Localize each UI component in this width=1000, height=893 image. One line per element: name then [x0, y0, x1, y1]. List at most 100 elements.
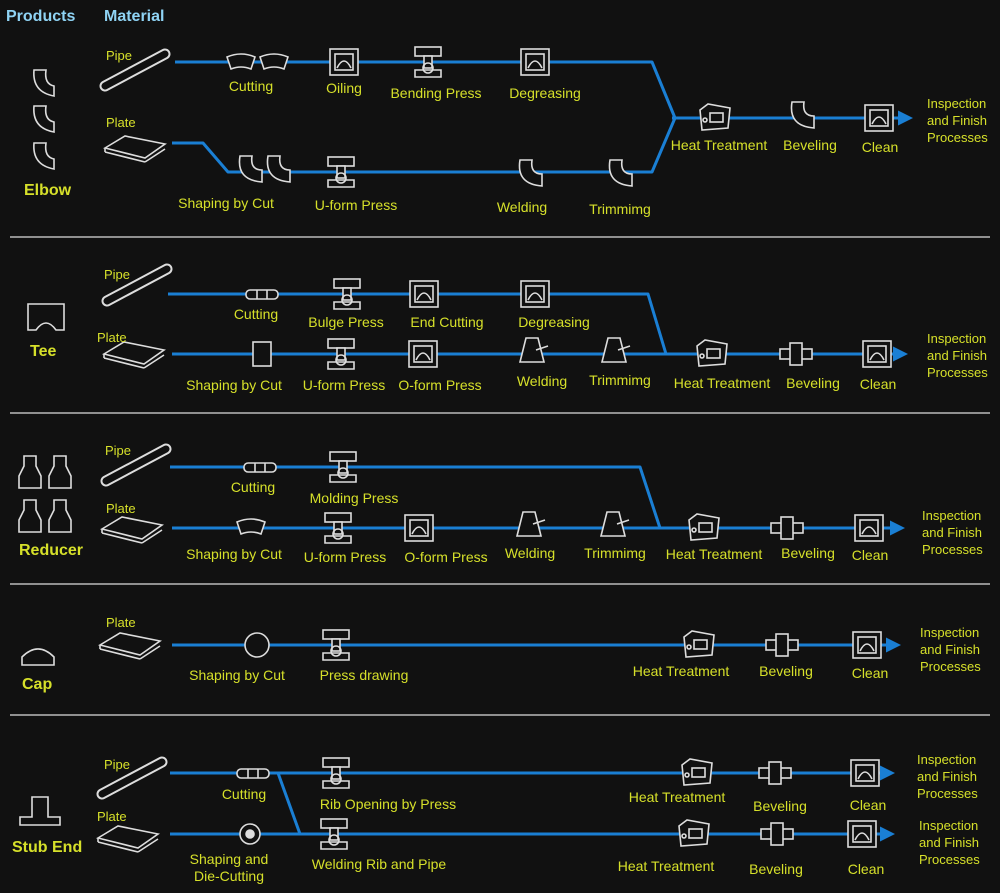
machine-icon — [709, 112, 724, 123]
box-icon — [855, 764, 875, 782]
box-icon — [416, 292, 432, 301]
material-plate: Plate — [106, 501, 136, 516]
step-label: Bulge Press — [308, 314, 384, 330]
machine-icon — [683, 630, 715, 658]
step-label: Cutting — [221, 786, 267, 802]
elbowpart-icon — [790, 101, 815, 129]
product-elbow-icon — [33, 69, 55, 97]
step-label: Clean — [859, 376, 897, 392]
header-material: Material — [104, 8, 165, 25]
machine-icon — [686, 644, 692, 650]
machine-icon — [684, 772, 690, 778]
material-pipe: Pipe — [104, 757, 131, 772]
cone-icon — [515, 511, 543, 537]
plate-icon — [103, 357, 145, 369]
box-icon — [857, 771, 873, 780]
box-icon — [525, 285, 545, 303]
plate-icon — [95, 825, 160, 849]
bevel-icon — [770, 822, 784, 846]
step-label: Cutting — [233, 306, 279, 322]
box-icon — [861, 526, 877, 535]
finish-label: Inspection and Finish Processes — [922, 508, 983, 557]
step-label: U-form Press — [314, 197, 398, 213]
step-label: Molding Press — [309, 490, 399, 506]
press-icon — [329, 827, 339, 841]
cone-icon — [600, 337, 628, 363]
sheet-icon — [252, 341, 272, 367]
plate-icon — [101, 341, 166, 365]
step-label: End Cutting — [410, 314, 484, 330]
step-label: Beveling — [753, 798, 807, 814]
product-reducer-icon — [48, 499, 72, 533]
pipe-icon — [98, 758, 166, 798]
step-label: Heat Treatment — [670, 137, 768, 153]
press-icon — [331, 766, 341, 780]
plate-icon — [97, 632, 162, 656]
bevel-icon — [775, 633, 789, 657]
machine-icon — [693, 639, 708, 650]
press-icon — [329, 451, 357, 462]
plate-icon — [139, 645, 161, 660]
finish-label: Inspection and Finish Processes — [920, 625, 981, 674]
step-label: Press drawing — [319, 667, 409, 683]
cone-icon — [532, 519, 546, 525]
step-label: Degreasing — [518, 314, 590, 330]
machine-icon — [696, 339, 728, 367]
press-icon — [322, 757, 350, 768]
step-label: Bending Press — [390, 85, 482, 101]
step-label: Heat Treatment — [632, 663, 730, 679]
material-pipe: Pipe — [105, 443, 132, 458]
box-icon — [869, 352, 885, 361]
arc-icon — [226, 53, 256, 71]
step-label: Heat Treatment — [673, 375, 771, 391]
cone-icon — [518, 337, 546, 363]
machine-icon — [698, 522, 713, 533]
step-label: Heat Treatment — [665, 546, 763, 562]
bevel-icon — [789, 342, 803, 366]
flow-line — [276, 772, 302, 835]
product-reducer-icon — [18, 499, 42, 533]
step-label: Shaping and Die-Cutting — [189, 851, 269, 884]
disc-icon — [244, 632, 270, 658]
step-label: Beveling — [749, 861, 803, 877]
plate-icon — [141, 529, 163, 544]
elbowpart-icon — [608, 159, 633, 187]
machine-icon — [699, 103, 731, 131]
step-label: Clean — [851, 547, 889, 563]
box-icon — [867, 345, 887, 363]
product-reducer-icon — [18, 455, 42, 489]
press-icon — [335, 172, 347, 184]
machine-icon — [681, 758, 713, 786]
press-icon — [330, 773, 342, 785]
press-icon — [328, 834, 340, 846]
press-icon — [422, 62, 434, 74]
press-icon — [327, 156, 355, 167]
step-label: Rib Opening by Press — [319, 796, 457, 812]
ring-icon — [245, 829, 255, 839]
step-label: Oiling — [326, 80, 362, 96]
machine-icon — [702, 117, 708, 123]
press-icon — [336, 165, 346, 179]
step-label: Shaping by Cut — [178, 195, 274, 211]
press-icon — [336, 347, 346, 361]
box-icon — [415, 352, 431, 361]
tube-icon — [245, 289, 279, 300]
box-icon — [869, 109, 889, 127]
flow-line — [172, 117, 677, 174]
bevel-icon — [768, 761, 782, 785]
product-stub-end: Stub End — [12, 839, 83, 856]
material-plate: Plate — [106, 115, 136, 130]
cone-icon — [617, 345, 631, 351]
step-label: Trimmimg — [589, 201, 651, 217]
flow-line — [170, 465, 662, 529]
product-tee: Tee — [30, 343, 57, 360]
step-label: O-form Press — [404, 549, 488, 565]
finish-label: Inspection and Finish Processes — [927, 96, 988, 145]
press-icon — [333, 278, 361, 289]
step-label: Shaping by Cut — [186, 377, 282, 393]
step-label: Welding — [496, 199, 548, 215]
material-pipe: Pipe — [106, 48, 133, 63]
step-label: Cutting — [230, 479, 276, 495]
